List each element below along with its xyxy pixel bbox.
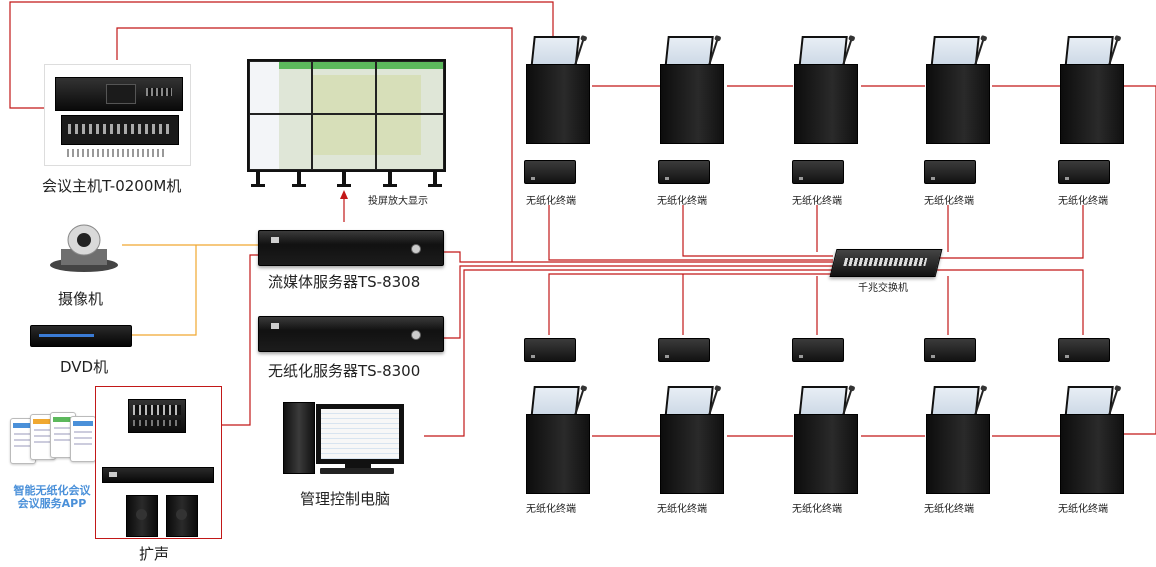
network-switch-icon: [829, 249, 943, 277]
streaming-server-wire: [443, 251, 833, 263]
terminal-box-bottom-5: [1058, 336, 1110, 362]
app-screens: [10, 412, 96, 464]
terminal-top-1: [520, 34, 592, 144]
bottom-box-wire-1: [548, 273, 833, 335]
projection-label: 投屏放大显示: [368, 196, 428, 207]
wall-stand-4: [388, 170, 392, 184]
terminal-box-bottom-3: [792, 336, 844, 362]
dvd-wire: [132, 245, 197, 336]
wall-foot-4: [383, 184, 397, 187]
app-label-line-2: 会议服务APP: [17, 497, 87, 510]
wall-stand-3: [342, 170, 346, 184]
app-label: 智能无纸化会议 会议服务APP: [6, 484, 98, 510]
phone-screen-4: [70, 416, 96, 462]
terminal-top-3: [788, 34, 860, 144]
top-box-wire-1: [548, 205, 833, 261]
terminal-box-top-2: [658, 158, 710, 184]
terminal-bottom-label-2: 无纸化终端: [657, 504, 707, 515]
conference-host-label: 会议主机T-0200M机: [42, 177, 182, 195]
camera-label: 摄像机: [58, 290, 104, 308]
terminal-bottom-2: [654, 384, 726, 494]
right-loop-wire: [1112, 85, 1156, 435]
host-loop-wire-outer: [9, 1, 554, 109]
wall-stand-5: [433, 170, 437, 184]
terminal-top-label-3: 无纸化终端: [792, 196, 842, 207]
projection-arrowhead: [340, 190, 348, 199]
paperless-server-icon: [258, 316, 444, 352]
terminal-bottom-5: [1054, 384, 1126, 494]
streaming-server-label: 流媒体服务器TS-8308: [268, 273, 421, 291]
terminal-bottom-4: [920, 384, 992, 494]
dvd-player-icon: [30, 325, 132, 347]
keyboard-icon: [320, 468, 394, 474]
terminal-bottom-label-5: 无纸化终端: [1058, 504, 1108, 515]
terminal-bottom-label-1: 无纸化终端: [526, 504, 576, 515]
wall-stand-2: [297, 170, 301, 184]
monitor-icon: [316, 404, 404, 464]
terminal-top-label-2: 无纸化终端: [657, 196, 707, 207]
terminal-bottom-3: [788, 384, 860, 494]
terminal-box-top-3: [792, 158, 844, 184]
wall-foot-1: [251, 184, 265, 187]
video-wall-icon: [247, 59, 446, 172]
monitor-base: [345, 460, 371, 470]
terminal-top-2: [654, 34, 726, 144]
terminal-top-5: [1054, 34, 1126, 144]
wall-foot-3: [337, 184, 351, 187]
app-label-line-1: 智能无纸化会议: [13, 484, 91, 497]
audio-wire: [200, 254, 258, 426]
conference-host: [44, 64, 191, 166]
audio-system-frame: [95, 386, 222, 539]
paperless-server-label: 无纸化服务器TS-8300: [268, 362, 421, 380]
top-box-wire-2: [682, 205, 833, 257]
terminal-box-bottom-4: [924, 336, 976, 362]
terminal-box-top-1: [524, 158, 576, 184]
terminal-box-bottom-2: [658, 336, 710, 362]
wall-foot-5: [428, 184, 442, 187]
terminal-box-top-5: [1058, 158, 1110, 184]
amplifier-rack-icon: [102, 467, 214, 483]
ptz-camera: [47, 223, 121, 273]
speaker-left-icon: [126, 495, 158, 537]
speaker-right-icon: [166, 495, 198, 537]
terminal-box-top-4: [924, 158, 976, 184]
terminal-top-4: [920, 34, 992, 144]
conference-host-icon: [44, 64, 191, 166]
wall-foot-2: [292, 184, 306, 187]
streaming-server-icon: [258, 230, 444, 266]
terminal-bottom-label-3: 无纸化终端: [792, 504, 842, 515]
host-loop-wire-inner: [116, 27, 513, 262]
paperless-server-wire: [443, 265, 833, 339]
bottom-box-wire-5: [937, 269, 1084, 335]
control-pc-label: 管理控制电脑: [300, 490, 391, 508]
top-box-wire-5: [937, 205, 1084, 259]
pc-wire: [424, 269, 833, 437]
terminal-bottom-label-4: 无纸化终端: [924, 504, 974, 515]
mixer-icon: [128, 399, 186, 433]
terminal-bottom-1: [520, 384, 592, 494]
switch-label: 千兆交换机: [858, 283, 908, 294]
terminal-box-bottom-1: [524, 336, 576, 362]
desktop-computer-icon: [283, 402, 315, 474]
dvd-label: DVD机: [60, 358, 109, 376]
amplifier-label: 扩声: [139, 545, 170, 563]
terminal-top-label-1: 无纸化终端: [526, 196, 576, 207]
terminal-top-label-4: 无纸化终端: [924, 196, 974, 207]
wall-stand-1: [256, 170, 260, 184]
ptz-camera-icon: [50, 224, 118, 272]
terminal-top-label-5: 无纸化终端: [1058, 196, 1108, 207]
